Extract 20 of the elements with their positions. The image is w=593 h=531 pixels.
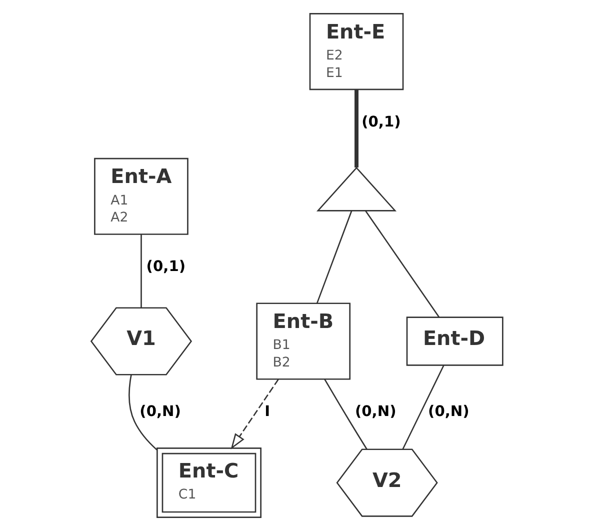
node-box: Ent-E E2 E1 <box>308 13 404 90</box>
connector <box>324 378 367 450</box>
edge-label: (0,1) <box>361 113 400 130</box>
node-box: Ent-B B1 B2 <box>256 302 350 380</box>
connector <box>354 90 358 168</box>
edge-label: I <box>264 403 270 420</box>
edge-label: (0,N) <box>139 403 180 420</box>
connector <box>316 210 352 304</box>
edge-label: (0,N) <box>428 403 469 420</box>
node-box: Ent-A A1 A2 <box>94 158 188 235</box>
node-triangle <box>316 166 396 212</box>
arrow <box>230 379 278 450</box>
connector <box>128 374 157 450</box>
node-box: Ent-D <box>406 316 503 366</box>
connector <box>140 234 142 308</box>
edge-label: (0,1) <box>146 258 186 276</box>
connector <box>402 365 444 450</box>
node-box: Ent-C C1 <box>156 448 261 518</box>
edge-label: (0,N) <box>354 403 396 420</box>
connector <box>364 210 440 318</box>
